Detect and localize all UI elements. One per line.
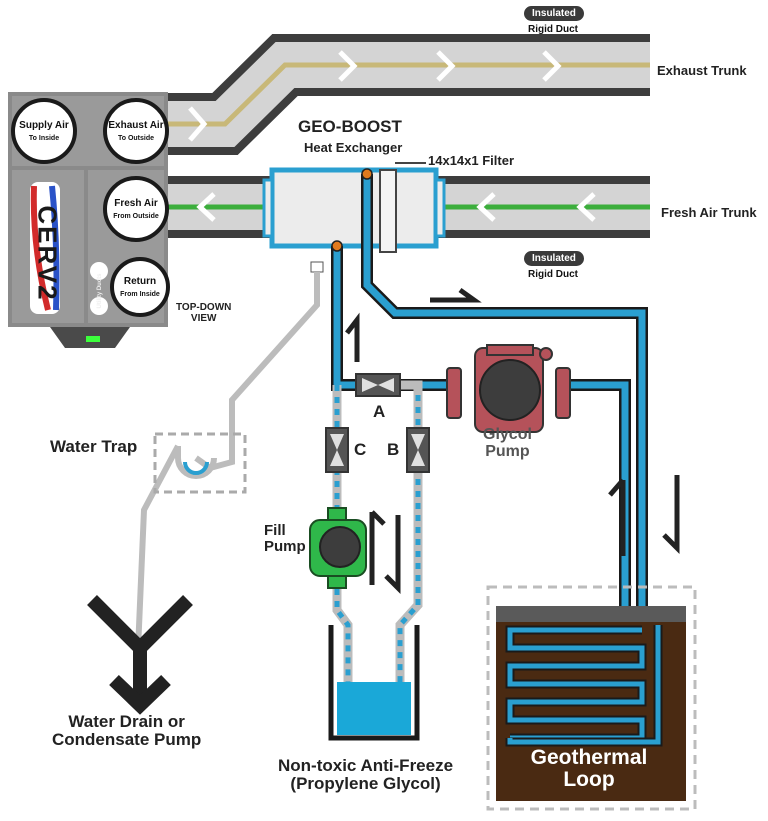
water-trap-label: Water Trap	[50, 437, 138, 456]
geo-boost-title: GEO-BOOST	[298, 117, 402, 136]
drain-symbol	[87, 595, 193, 715]
cerv-unit	[8, 92, 170, 348]
geothermal-loop	[486, 585, 697, 811]
valve-c[interactable]	[325, 427, 349, 473]
filter	[379, 169, 397, 253]
exhaust-duct	[160, 34, 650, 155]
rigid-duct-label-top: Rigid Duct	[528, 24, 578, 35]
condensate-line	[135, 272, 320, 651]
utility-ducts-label: Utility Ducts	[97, 273, 103, 309]
heat-exchanger	[262, 162, 446, 273]
supply-air-port	[11, 98, 77, 164]
insulated-pill-bottom: Insulated	[524, 251, 584, 266]
rigid-duct-label-bottom: Rigid Duct	[528, 269, 578, 280]
antifreeze-tank	[328, 625, 420, 741]
fresh-air-trunk-label: Fresh Air Trunk	[661, 205, 757, 220]
valve-c-label: C	[354, 440, 367, 459]
return-port	[110, 257, 170, 317]
insulated-pill-top: Insulated	[524, 6, 584, 21]
filter-label: 14x14x1 Filter	[428, 153, 515, 168]
fresh-air-port	[103, 176, 169, 242]
heat-exchanger-subtitle: Heat Exchanger	[304, 140, 403, 155]
flow-arrows	[345, 287, 680, 595]
valve-a-label: A	[373, 402, 386, 421]
exhaust-air-port	[103, 98, 169, 164]
fill-pump[interactable]	[309, 507, 367, 589]
antifreeze-label: Non-toxic Anti-Freeze(Propylene Glycol)	[278, 756, 454, 793]
valve-a[interactable]	[355, 373, 401, 397]
glycol-pump[interactable]	[446, 344, 571, 433]
valve-b-label: B	[387, 440, 400, 459]
valve-b[interactable]	[406, 427, 430, 473]
glycol-pipes	[331, 174, 648, 700]
cerv-logo: CERV2	[32, 205, 63, 302]
exhaust-trunk-label: Exhaust Trunk	[657, 63, 747, 78]
